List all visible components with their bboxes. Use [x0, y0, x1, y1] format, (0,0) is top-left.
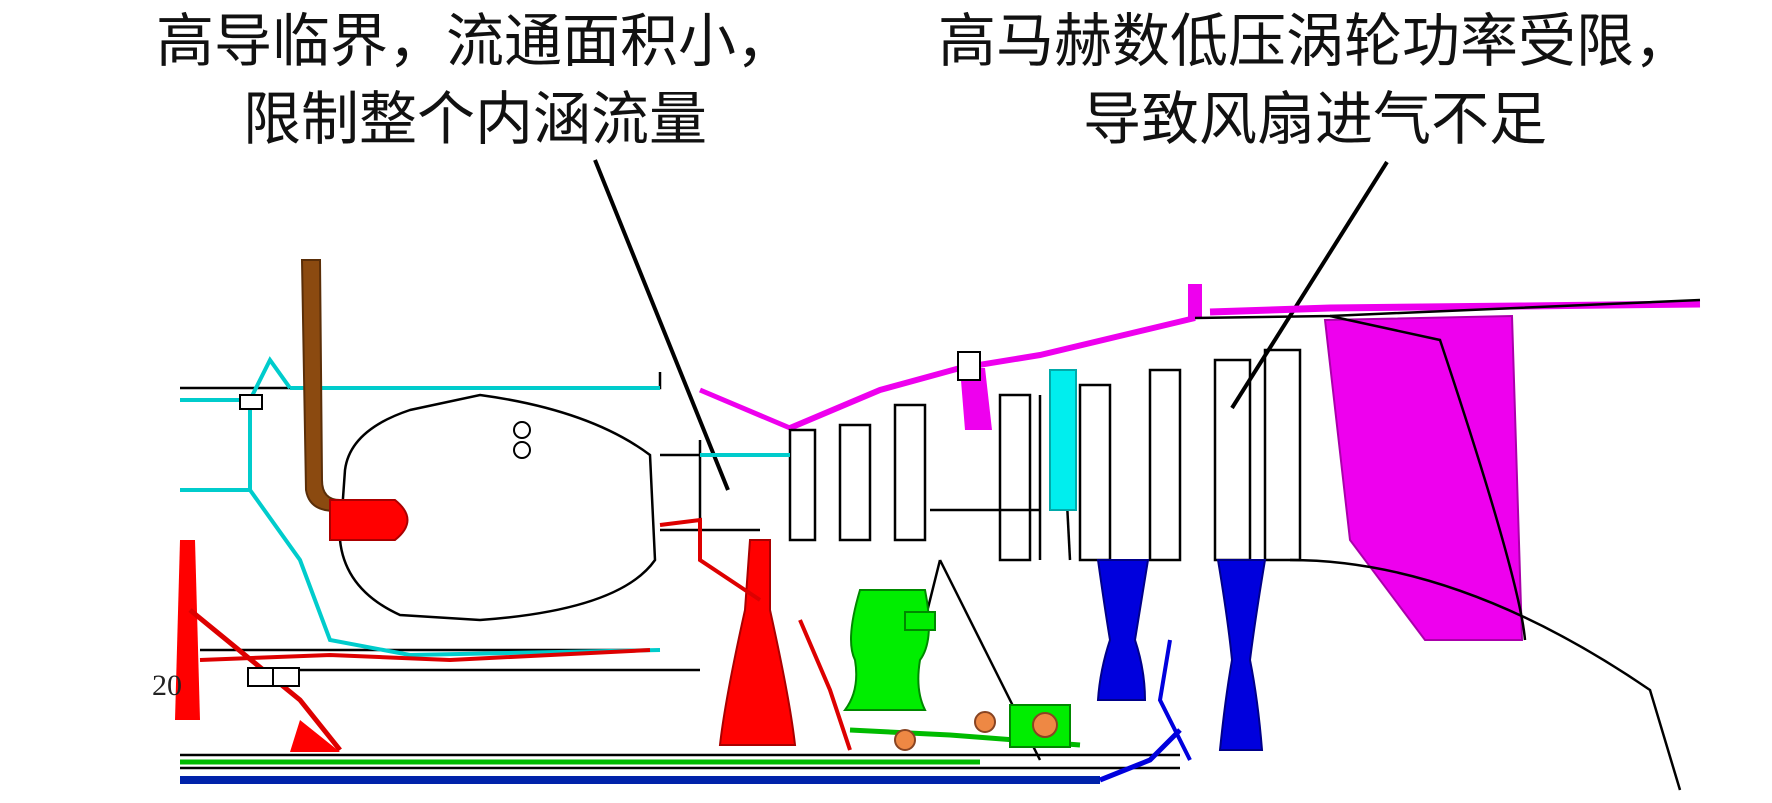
annotation-left-line2: 限制整个内涵流量	[242, 85, 707, 153]
lp-turbine-blue	[180, 559, 1267, 784]
annotation-left-line1: 高导临界，流通面积小，	[155, 7, 794, 75]
fuel-strut	[300, 259, 347, 512]
bolt-details	[239, 351, 981, 687]
annotation-right-line2: 导致风扇进气不足	[1082, 85, 1547, 153]
outer-casing-magenta	[699, 284, 1701, 641]
hp-turbine-red	[175, 517, 852, 752]
engine-outline	[180, 298, 1701, 791]
inner-casing-cyan	[180, 356, 790, 658]
ip-turbine-green	[180, 589, 1081, 765]
annotation-right: 高马赫数低压涡轮功率受限， 导致风扇进气不足	[900, 2, 1730, 158]
station-label: 20	[152, 669, 182, 702]
leader-line-right	[1230, 160, 1389, 410]
cyan-vane	[1049, 369, 1077, 511]
fuel-injector	[329, 499, 409, 541]
annotation-right-line1: 高马赫数低压涡轮功率受限，	[937, 7, 1692, 75]
leader-line-left	[593, 159, 730, 491]
annotation-left: 高导临界，流通面积小， 限制整个内涵流量	[120, 2, 830, 158]
